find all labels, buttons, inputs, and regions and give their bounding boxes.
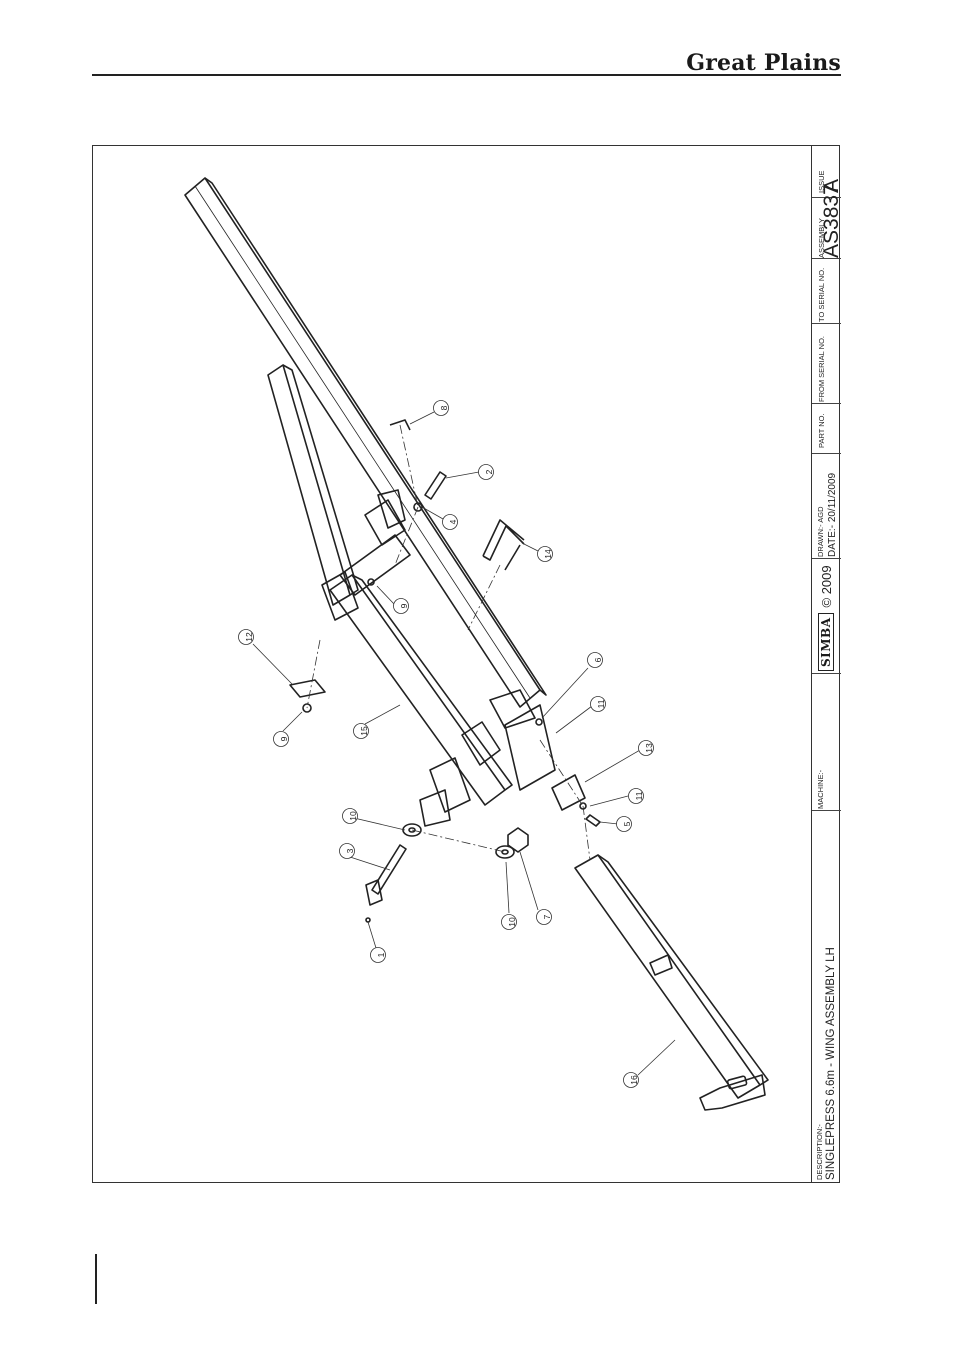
side-plate bbox=[322, 572, 358, 620]
logo-cell: SIMBA © 2009 bbox=[812, 558, 841, 673]
lower-plate bbox=[430, 758, 470, 812]
drawn-cell: DRAWN:- AGD DATE:- 20/11/2009 bbox=[812, 453, 841, 558]
page-margin-rule bbox=[95, 1254, 97, 1304]
copyright: © 2009 bbox=[819, 565, 834, 607]
assembly-number: AS3837 bbox=[820, 183, 844, 258]
assembly-cell: ASSEMBLY AS3837 bbox=[812, 197, 841, 258]
extension-tube bbox=[575, 855, 760, 1098]
part-no-cell: PART NO. bbox=[812, 403, 841, 453]
callout-16: 16 bbox=[629, 1075, 639, 1085]
callout-12: 12 bbox=[244, 632, 254, 642]
link-plate bbox=[290, 680, 325, 697]
callout-9b: 9 bbox=[279, 736, 289, 741]
drawn-date: DATE:- 20/11/2009 bbox=[827, 473, 838, 557]
machine-label: MACHINE:- bbox=[816, 770, 825, 809]
callout-6: 6 bbox=[593, 657, 603, 662]
simba-logo: SIMBA bbox=[818, 613, 834, 671]
to-serial-label: TO SERIAL NO. bbox=[817, 268, 826, 322]
callout-2: 2 bbox=[484, 469, 494, 474]
callout-10a: 10 bbox=[348, 811, 358, 821]
from-serial-label: FROM SERIAL NO. bbox=[817, 336, 826, 402]
callout-1: 1 bbox=[376, 952, 386, 957]
to-serial-cell: TO SERIAL NO. bbox=[812, 258, 841, 323]
title-block: ISSUE A ASSEMBLY AS3837 TO SERIAL NO. FR… bbox=[811, 145, 840, 1183]
u-bolt bbox=[483, 520, 524, 570]
callout-9a: 9 bbox=[399, 603, 409, 608]
callout-13: 13 bbox=[644, 743, 654, 753]
callout-15: 15 bbox=[359, 726, 369, 736]
callout-11a: 11 bbox=[596, 699, 606, 708]
description-cell: DESCRIPTION:- SINGLEPRESS 6.6m - WING AS… bbox=[812, 810, 841, 1183]
callout-3: 3 bbox=[345, 848, 355, 853]
nut-small bbox=[536, 719, 542, 725]
callout-10b: 10 bbox=[507, 917, 517, 927]
end-plate bbox=[700, 1075, 765, 1110]
part-no-label: PART NO. bbox=[817, 413, 826, 448]
callout-5: 5 bbox=[622, 821, 632, 826]
callout-8: 8 bbox=[439, 405, 449, 410]
receiver-box bbox=[505, 705, 555, 790]
callout-11b: 11 bbox=[634, 791, 644, 800]
callout-14: 14 bbox=[543, 549, 553, 559]
machine-cell: MACHINE:- bbox=[812, 673, 841, 810]
bolt-small bbox=[586, 815, 600, 826]
description-label: DESCRIPTION:- bbox=[815, 1124, 824, 1180]
description-text: SINGLEPRESS 6.6m - WING ASSEMBLY LH bbox=[825, 947, 837, 1180]
callout-7: 7 bbox=[542, 914, 552, 919]
drawn-by: DRAWN:- AGD bbox=[816, 506, 825, 557]
bolt bbox=[425, 472, 446, 499]
brace-arm bbox=[268, 365, 350, 605]
from-serial-cell: FROM SERIAL NO. bbox=[812, 323, 841, 403]
callout-4: 4 bbox=[448, 519, 458, 524]
